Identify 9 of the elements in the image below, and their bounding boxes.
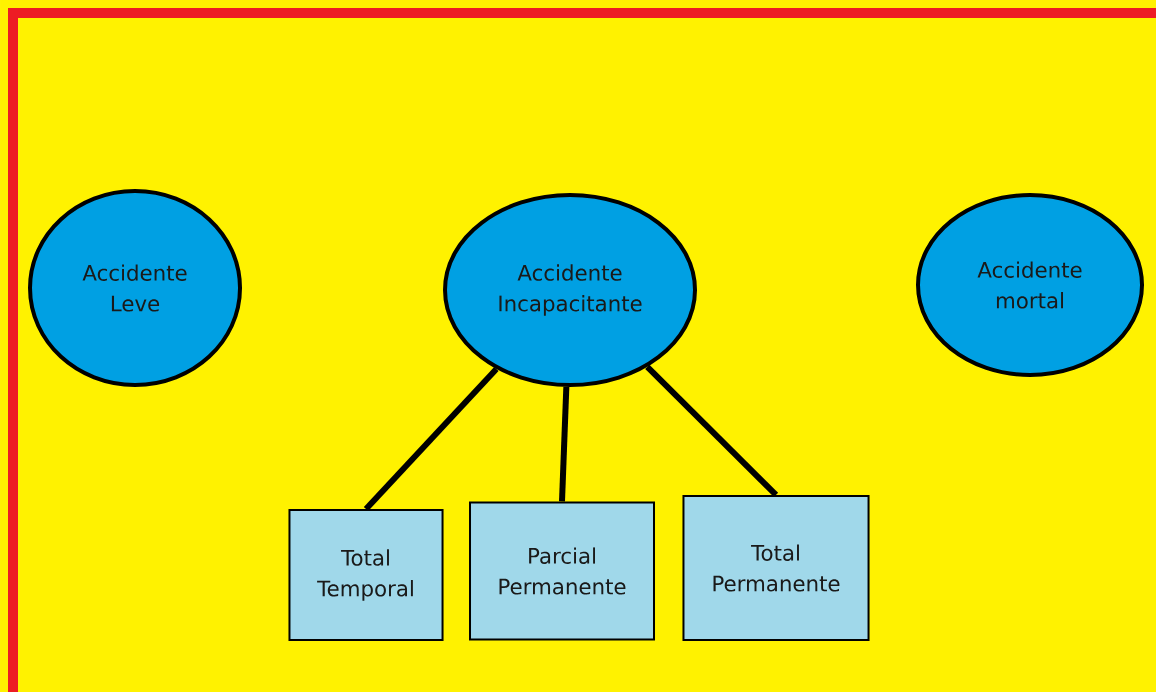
category-box: Total Permanente: [682, 495, 870, 641]
connector-line: [645, 364, 779, 498]
ellipse-node: Accidente Incapacitante: [443, 193, 697, 387]
ellipse-node: Accidente mortal: [916, 193, 1144, 377]
category-box: Parcial Permanente: [469, 501, 655, 641]
ellipse-node: Accidente Leve: [28, 189, 242, 387]
category-box: Total Temporal: [288, 509, 444, 641]
connector-line: [363, 367, 499, 512]
connector-line: [559, 386, 570, 502]
